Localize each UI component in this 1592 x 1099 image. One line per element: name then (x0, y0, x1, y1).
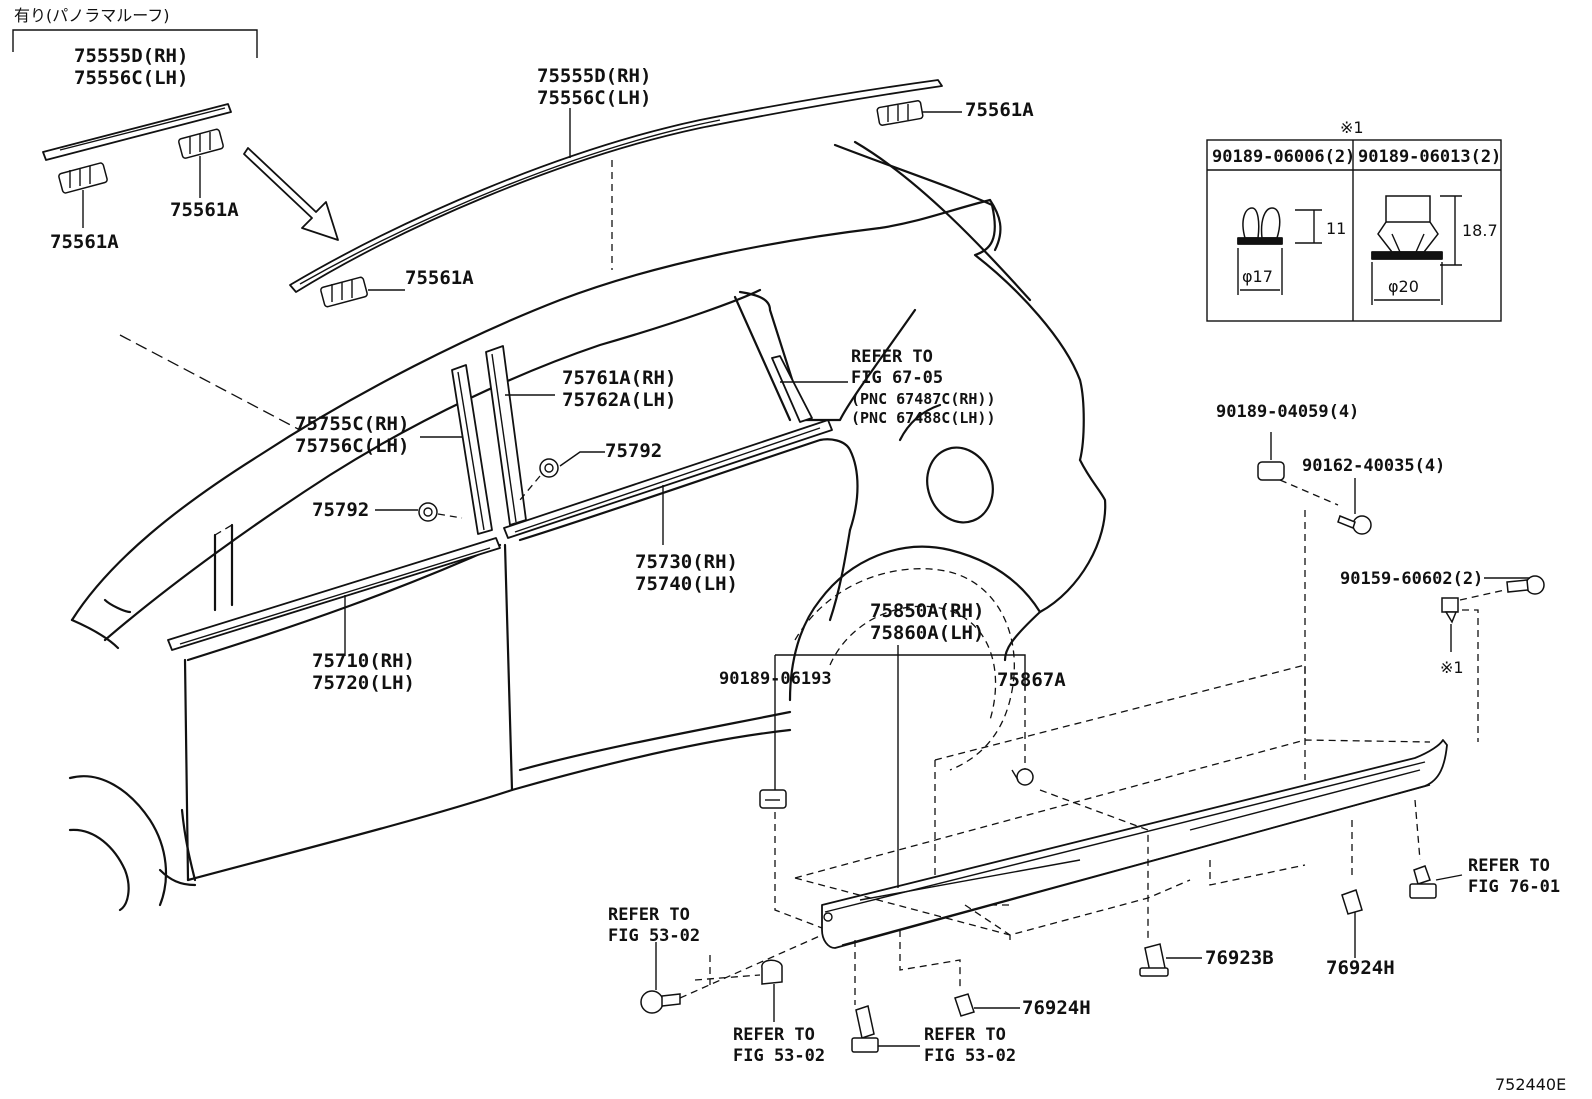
label-belt-front-rh: 75710(RH) (312, 650, 415, 672)
rocker-panel (821, 739, 1448, 949)
bolt-refer5302-a-icon (640, 990, 681, 1014)
rocker-install-lines (679, 479, 1506, 1005)
table-col1-diameter: φ17 (1242, 267, 1273, 286)
clip-refer5302-b-icon (761, 959, 783, 985)
label-nut-2: 75792 (312, 499, 369, 521)
clip-75867a-icon (1011, 768, 1034, 786)
label-roof-main-rh: 75555D(RH) (537, 65, 651, 87)
label-pillar-rear-lh: 75762A(LH) (562, 389, 676, 411)
pillar-garnish-rear (485, 345, 527, 526)
label-refer-5302b-a: REFER TO (733, 1025, 815, 1045)
table-col2-diameter: φ20 (1388, 277, 1419, 296)
label-refer-5302a-a: REFER TO (608, 905, 690, 925)
leader-7601 (1435, 874, 1463, 881)
clip-spec-table (1206, 139, 1502, 322)
label-refer-6705-a: REFER TO (851, 347, 933, 367)
label-clip-75867a: 75867A (997, 669, 1066, 691)
table-col1-height: 11 (1326, 219, 1346, 238)
label-clip-a2: 75561A (170, 199, 239, 221)
clip-06193-icon (759, 789, 787, 809)
label-pillar-front-lh: 75756C(LH) (295, 435, 409, 457)
clip-75561a-icon-2 (178, 128, 224, 159)
belt-molding-front (167, 537, 501, 651)
leader-nut-1 (559, 451, 605, 467)
clip-76923b-icon (1139, 943, 1169, 977)
header-note: 有り(パノラマルーフ) (14, 6, 170, 25)
label-screw-40035: 90162-40035(4) (1302, 456, 1445, 476)
table-col2-height: 18.7 (1462, 221, 1498, 240)
label-refer-7601-b: FIG 76-01 (1468, 877, 1560, 897)
label-clip-a1: 75561A (50, 231, 119, 253)
clip-76924h-icon-1 (1341, 889, 1363, 915)
label-refer-6705-b: FIG 67-05 (851, 368, 943, 388)
label-pillar-rear-rh: 75761A(RH) (562, 367, 676, 389)
label-pnc-rh: (PNC 67487C(RH)) (851, 390, 996, 408)
label-belt-rear-rh: 75730(RH) (635, 551, 738, 573)
table-mark: ※1 (1340, 118, 1364, 137)
clip-76924h-icon-2 (954, 993, 975, 1017)
label-clip-76924h-b: 76924H (1022, 997, 1091, 1019)
label-clip-a3: 75561A (405, 267, 474, 289)
clip-75561a-icon-1 (58, 162, 108, 194)
direction-arrow-icon (243, 147, 339, 241)
bolt-04059-icon (1257, 461, 1285, 481)
quarter-glass (771, 355, 813, 423)
car-body (68, 140, 1107, 912)
label-refer-5302c-b: FIG 53-02 (924, 1046, 1016, 1066)
label-pnc-lh: (PNC 67488C(LH)) (851, 409, 996, 427)
label-belt-rear-lh: 75740(LH) (635, 573, 738, 595)
label-pillar-front-rh: 75755C(RH) (295, 413, 409, 435)
label-clip-06193: 90189-06193 (719, 669, 832, 689)
roof-molding-main (289, 79, 943, 293)
screw-40035-icon (1337, 515, 1372, 535)
label-refer-7601-a: REFER TO (1468, 856, 1550, 876)
label-refer-5302a-b: FIG 53-02 (608, 926, 700, 946)
clip-mark1-icon (1441, 597, 1459, 624)
label-roof-top-rh: 75555D(RH) (74, 45, 188, 67)
pillar-garnish-front (451, 364, 493, 535)
bolt-refer7601-icon (1409, 865, 1437, 899)
label-rocker-lh: 75860A(LH) (870, 622, 984, 644)
dash-nut-1 (519, 475, 541, 501)
label-clip-a4: 75561A (965, 99, 1034, 121)
label-roof-main-lh: 75556C(LH) (537, 87, 651, 109)
table-col2-part: 90189-06013(2) (1358, 147, 1501, 167)
leader-rocker-bracket (775, 654, 1026, 690)
label-rocker-rh: 75850A(RH) (870, 600, 984, 622)
header-bracket (12, 29, 258, 58)
roof-molding-panorama (42, 103, 232, 161)
label-bolt-60602: 90159-60602(2) (1340, 569, 1483, 589)
label-bolt-04059: 90189-04059(4) (1216, 402, 1359, 422)
bolt-refer5302-c-icon (851, 1005, 879, 1053)
label-refer-5302b-b: FIG 53-02 (733, 1046, 825, 1066)
label-belt-front-lh: 75720(LH) (312, 672, 415, 694)
figure-code: 752440E (1495, 1075, 1566, 1094)
clip-75561a-icon-4 (876, 100, 924, 126)
belt-molding-rear (503, 419, 833, 539)
label-clip-76924h-a: 76924H (1326, 957, 1395, 979)
label-mark-1: ※1 (1440, 658, 1464, 677)
label-roof-top-lh: 75556C(LH) (74, 67, 188, 89)
label-refer-5302c-a: REFER TO (924, 1025, 1006, 1045)
label-clip-76923b: 76923B (1205, 947, 1274, 969)
label-nut-1: 75792 (605, 440, 662, 462)
clip-75561a-icon-3 (320, 276, 368, 308)
bolt-60602-icon (1506, 575, 1545, 595)
nut-75792-icon-1 (539, 458, 559, 478)
dash-nut-2 (437, 513, 463, 519)
nut-75792-icon-2 (418, 502, 438, 522)
table-col1-part: 90189-06006(2) (1212, 147, 1355, 167)
